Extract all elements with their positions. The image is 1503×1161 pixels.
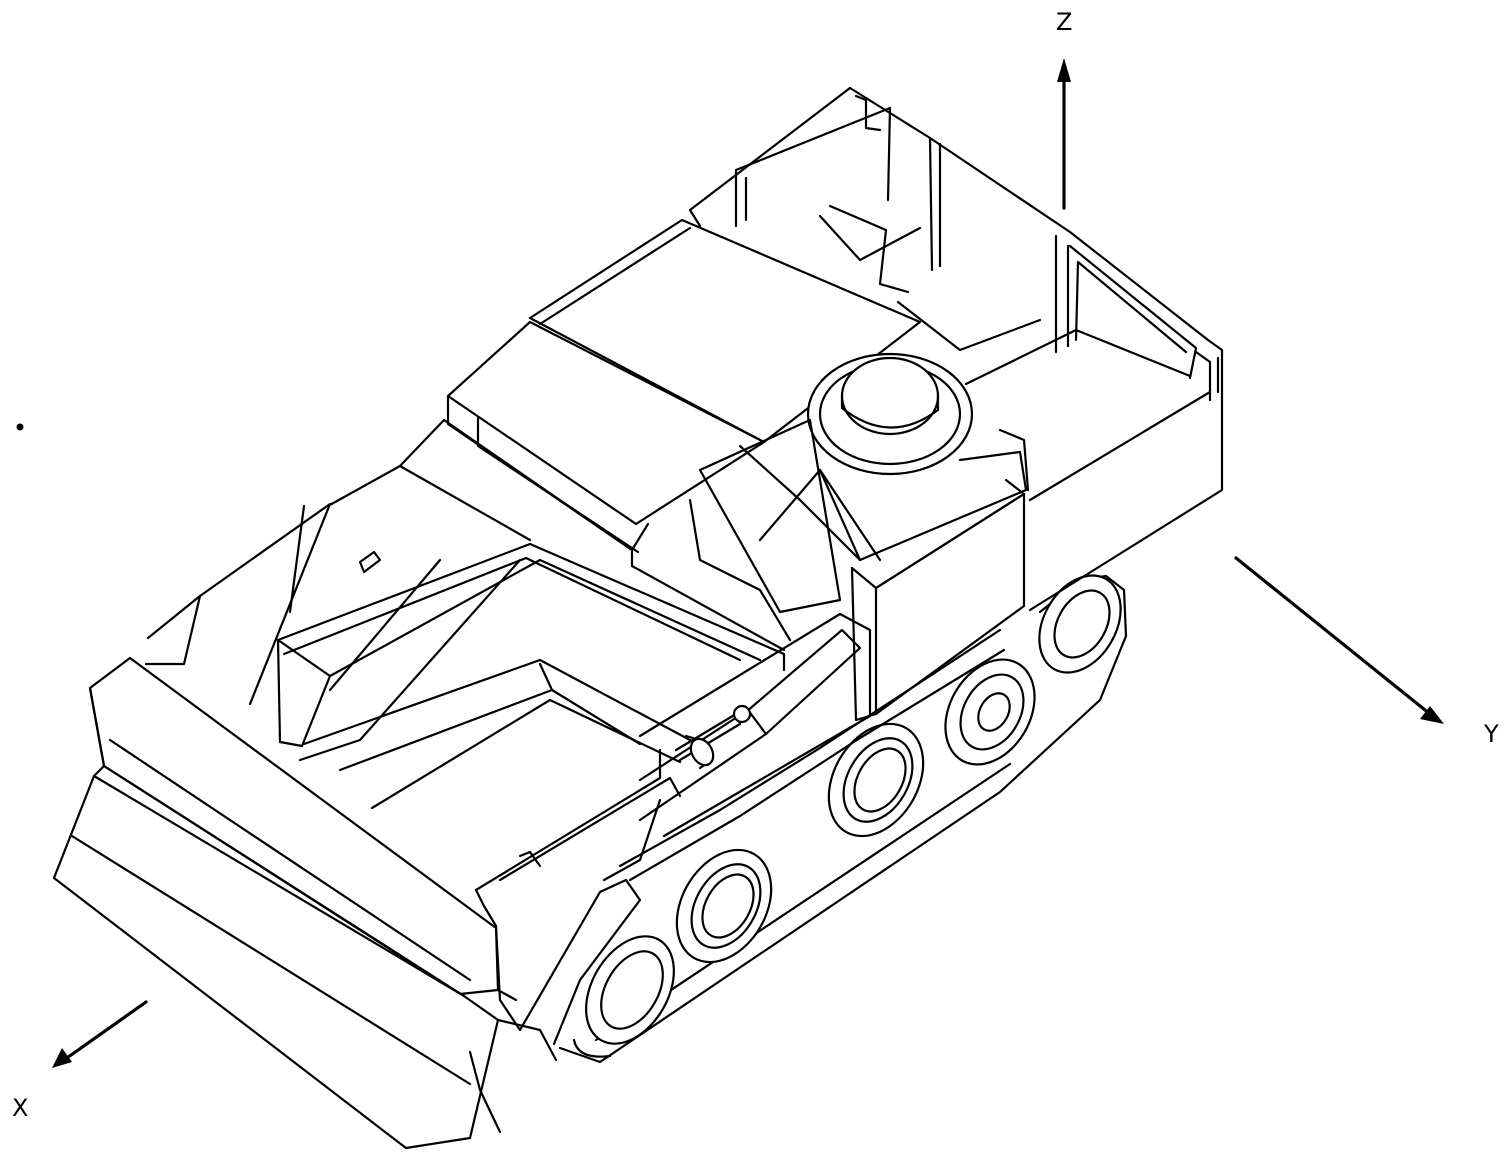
axis-x-arrowhead xyxy=(52,1048,72,1068)
rear-inner-frame xyxy=(734,106,892,202)
side-rail-knob xyxy=(732,704,752,724)
side-rail-outline xyxy=(638,612,872,838)
compartment-inner-facets xyxy=(298,558,522,762)
blade-top-seam xyxy=(108,738,472,982)
compartment-divider xyxy=(276,638,332,748)
turret-dome-side xyxy=(840,394,940,429)
road-wheel-4 xyxy=(944,658,1036,766)
dozer-blade xyxy=(52,656,558,1150)
roof-hatch-rear-seam xyxy=(538,226,692,326)
rear-right-wall xyxy=(1028,338,1224,612)
rear-divider xyxy=(928,136,942,272)
track-assembly xyxy=(558,574,1128,1064)
track-rear-curve xyxy=(572,1038,612,1058)
fender-line-2 xyxy=(628,648,1006,882)
left-side-wall xyxy=(144,418,786,706)
turret xyxy=(688,352,1030,642)
axis-y-arrowhead xyxy=(1420,706,1444,724)
rear-corner-post xyxy=(854,94,882,132)
blade-right-end xyxy=(496,988,518,1002)
rear-floor-edge xyxy=(896,300,1042,352)
left-wall-crease xyxy=(288,504,306,614)
compartment-step xyxy=(538,662,554,692)
side-rail-fitting xyxy=(689,737,715,767)
axis-y: Y xyxy=(1234,556,1499,748)
blade-top-edge xyxy=(102,764,466,998)
rear-window xyxy=(1068,244,1198,380)
compartment-front-rim-2 xyxy=(498,776,682,882)
compartment-front-rim xyxy=(474,748,662,892)
blade-front-seam xyxy=(70,834,472,1086)
compartment-rear-rim xyxy=(276,542,786,672)
side-armor-top xyxy=(850,478,1026,590)
axis-x: X xyxy=(12,1000,148,1122)
rear-top-edge xyxy=(848,86,1210,342)
axis-z-label: Z xyxy=(1056,8,1072,36)
blade-lower-lip xyxy=(468,1050,502,1134)
road-wheel-2 xyxy=(675,848,773,964)
compartment-floor-lip xyxy=(370,698,682,810)
left-wall-rear xyxy=(144,594,202,666)
turret-lower-face xyxy=(688,498,792,642)
axis-y-shaft xyxy=(1234,556,1432,716)
blade-side-arm xyxy=(496,1018,558,1062)
compartment-floor-front xyxy=(338,688,642,772)
turret-right-edge xyxy=(998,428,1030,492)
rear-right-trim xyxy=(1194,350,1220,402)
axis-x-label: X xyxy=(12,1094,28,1122)
side-rail-beam xyxy=(744,628,862,736)
rear-compartment xyxy=(688,86,1224,612)
left-wall-top xyxy=(398,418,786,652)
rear-side-post xyxy=(1054,234,1070,354)
front-hull-hook xyxy=(518,850,542,868)
turret-facet-1 xyxy=(698,418,842,614)
turret-right-face xyxy=(818,450,1028,562)
turret-dome xyxy=(840,356,940,436)
axis-x-shaft xyxy=(62,1000,148,1062)
front-hull-arm xyxy=(494,878,642,1046)
right-side-rail xyxy=(638,612,872,838)
axis-z: Z xyxy=(1056,8,1072,210)
left-wall-facet xyxy=(198,502,332,706)
axis-z-arrowhead xyxy=(1057,58,1071,82)
stray-dot xyxy=(16,423,24,431)
rear-inner-post xyxy=(734,170,748,228)
front-hull-corner xyxy=(474,888,498,928)
rear-wall-line xyxy=(1028,390,1212,502)
road-wheel-3 xyxy=(827,722,925,838)
rear-floor xyxy=(964,328,1192,386)
blade-corner xyxy=(92,764,106,778)
blade-left-end xyxy=(88,686,106,768)
left-wall-upper xyxy=(326,464,532,542)
road-wheel-1 xyxy=(585,935,675,1045)
rear-equipment xyxy=(818,214,922,262)
compartment-rear-inner xyxy=(282,556,742,662)
front-hull xyxy=(474,628,1006,1046)
open-compartment xyxy=(276,542,786,892)
rear-equipment-2 xyxy=(828,204,910,294)
fender-line xyxy=(618,628,1002,868)
rear-left-edge xyxy=(688,86,852,228)
front-hull-upper-arm xyxy=(602,798,662,882)
axis-y-label: Y xyxy=(1483,720,1499,748)
left-wall-latch xyxy=(358,550,382,574)
compartment-rear-wall xyxy=(328,558,762,678)
road-wheel-5 xyxy=(1038,574,1122,674)
